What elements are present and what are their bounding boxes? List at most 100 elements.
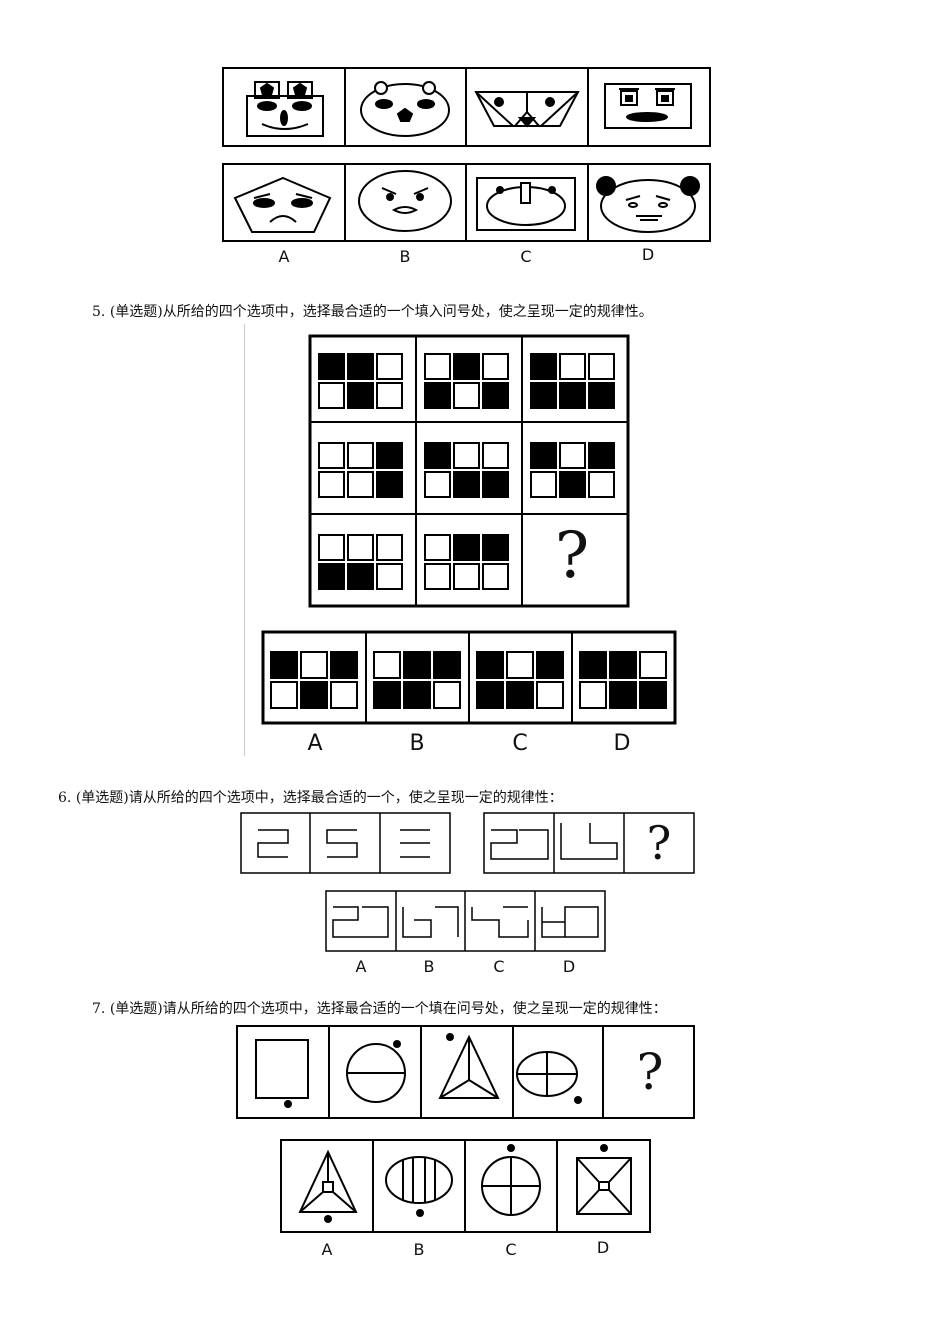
option-b-glyph-shape <box>402 906 459 938</box>
question-5-grid-r1c1-cell-5-filled <box>347 382 374 409</box>
question-7-option-label-b[interactable]: B <box>413 1240 425 1259</box>
question-6-option-label-d[interactable]: D <box>562 957 576 976</box>
question-6-option-label-a[interactable]: A <box>355 957 367 976</box>
question-5-option-a-cell-2-empty <box>300 651 328 679</box>
question-5-option-a-cell-6-empty <box>330 681 358 709</box>
question-5-option-a-cell-3-filled <box>330 651 358 679</box>
question-5-grid-r2c1-cell-4-empty <box>318 471 345 498</box>
question-5-option-d-cell-4-empty <box>579 681 607 709</box>
question-6-option-label-b[interactable]: B <box>423 957 435 976</box>
question-5-grid-r1c2-cell-5-empty <box>453 382 480 409</box>
question-5-grid <box>308 334 630 608</box>
question-6-text: 6. (单选题)请从所给的四个选项中，选择最合适的一个，使之呈现一定的规律性： <box>58 787 563 807</box>
faces-option-label-a[interactable]: A <box>278 247 290 266</box>
question-5-option-b-cell-1-empty <box>373 651 401 679</box>
question-5-option-c-cell-6-empty <box>536 681 564 709</box>
face-bear-icon <box>360 81 450 137</box>
question-5-grid-r2c3-cell-1-filled <box>530 442 557 469</box>
digit-5-shape <box>326 829 358 858</box>
question-5-option-label-c[interactable]: C <box>512 731 528 756</box>
question-7-option-label-d[interactable]: D <box>596 1238 610 1257</box>
question-7-question-mark: ? <box>636 1043 664 1101</box>
question-5-grid-r1c1-cell-6-empty <box>376 382 403 409</box>
glyph-2-box-shape <box>490 829 549 860</box>
option-c-quartered-circle-shape <box>481 1156 541 1216</box>
question-5-grid-r1c2-cell-6-filled <box>482 382 509 409</box>
question-5-grid-r1c3-cell-5-filled <box>559 382 586 409</box>
question-5-grid-r2c1-cell-3-filled <box>376 442 403 469</box>
question-5-grid-r1c1-cell-4-empty <box>318 382 345 409</box>
digit-3-shape <box>400 829 430 858</box>
question-5-option-b-cell-4-filled <box>373 681 401 709</box>
option-a-kite-shape <box>298 1149 358 1213</box>
question-5-grid-r2c2-cell-3-empty <box>482 442 509 469</box>
question-5-option-a-cell-1-filled <box>270 651 298 679</box>
question-5-divider <box>244 324 245 756</box>
option-a-dot <box>324 1215 332 1223</box>
dot-marker-3 <box>446 1033 454 1041</box>
question-5-grid-r1c1-cell-1-filled <box>318 353 345 380</box>
dot-marker-2 <box>393 1040 401 1048</box>
face-clock-icon <box>476 177 576 231</box>
option-d-hourglass-square-shape <box>576 1157 632 1215</box>
question-5-grid-r2c3-cell-5-filled <box>559 471 586 498</box>
option-d-glyph-shape <box>541 906 599 938</box>
question-5-grid-r1c2-cell-4-filled <box>424 382 451 409</box>
face-trapezoid-icon <box>474 91 580 128</box>
question-5-text: 5. (单选题)从所给的四个选项中，选择最合适的一个填入问号处，使之呈现一定的规… <box>92 301 653 321</box>
question-7-prompt: (单选题)请从所给的四个选项中，选择最合适的一个填在问号处，使之呈现一定的规律性… <box>109 1001 667 1017</box>
question-5-option-label-a[interactable]: A <box>307 731 323 756</box>
question-5-option-c-cell-4-filled <box>476 681 504 709</box>
question-5-grid-r1c3-cell-4-filled <box>530 382 557 409</box>
question-5-grid-r1c2-cell-3-empty <box>482 353 509 380</box>
question-5-grid-r2c1-cell-2-empty <box>347 442 374 469</box>
question-5-option-d-cell-6-filled <box>639 681 667 709</box>
question-5-option-a-cell-4-empty <box>270 681 298 709</box>
question-7-option-label-c[interactable]: C <box>505 1240 517 1259</box>
question-7-number: 7. <box>92 1001 106 1017</box>
question-5-grid-r2c2-cell-6-filled <box>482 471 509 498</box>
face-pentagon-icon <box>233 176 332 233</box>
option-a-glyph-shape <box>332 906 389 938</box>
question-5-grid-r3c1-cell-6-empty <box>376 563 403 590</box>
question-6-number: 6. <box>58 790 72 806</box>
option-c-dot <box>507 1144 515 1152</box>
question-6-prompt: (单选题)请从所给的四个选项中，选择最合适的一个，使之呈现一定的规律性： <box>75 790 563 806</box>
question-5-grid-r1c2-cell-2-filled <box>453 353 480 380</box>
question-7-option-label-a[interactable]: A <box>321 1240 333 1259</box>
question-5-grid-r3c2-cell-6-empty <box>482 563 509 590</box>
faces-option-label-d[interactable]: D <box>641 245 655 264</box>
question-5-option-label-b[interactable]: B <box>409 731 425 756</box>
ellipse-quartered-shape <box>516 1051 578 1097</box>
question-7-figure <box>236 1025 695 1233</box>
question-5-grid-r3c2-cell-1-empty <box>424 534 451 561</box>
question-5-option-label-d[interactable]: D <box>613 731 631 756</box>
question-5-grid-r1c1-cell-2-filled <box>347 353 374 380</box>
question-6-option-label-c[interactable]: C <box>493 957 505 976</box>
faces-option-label-c[interactable]: C <box>520 247 532 266</box>
faces-option-label-b[interactable]: B <box>399 247 411 266</box>
question-5-option-d-cell-2-filled <box>609 651 637 679</box>
face-panda-icon <box>596 176 700 233</box>
option-b-striped-ellipse-shape <box>385 1156 453 1204</box>
question-5-options <box>261 630 677 725</box>
question-5-grid-r3c2-cell-4-empty <box>424 563 451 590</box>
question-5-option-c-cell-5-filled <box>506 681 534 709</box>
question-5-grid-r3c1-cell-3-empty <box>376 534 403 561</box>
question-5-option-b-cell-5-filled <box>403 681 431 709</box>
question-5-option-a-cell-5-filled <box>300 681 328 709</box>
question-5-option-b-cell-2-filled <box>403 651 431 679</box>
question-5-grid-r3c1-cell-4-filled <box>318 563 345 590</box>
question-5-option-d-cell-3-empty <box>639 651 667 679</box>
question-5-grid-r3c1-cell-5-filled <box>347 563 374 590</box>
question-5-grid-r1c3-cell-6-filled <box>588 382 615 409</box>
question-5-prompt: (单选题)从所给的四个选项中，选择最合适的一个填入问号处，使之呈现一定的规律性。 <box>109 304 653 320</box>
question-5-grid-r1c2-cell-1-empty <box>424 353 451 380</box>
dot-marker-1 <box>284 1100 292 1108</box>
question-5-grid-r3c2-cell-3-filled <box>482 534 509 561</box>
question-5-grid-r2c1-cell-6-filled <box>376 471 403 498</box>
question-6-question-mark: ? <box>646 816 672 870</box>
question-5-grid-r3c2-cell-5-empty <box>453 563 480 590</box>
question-5-grid-r1c3-cell-1-filled <box>530 353 557 380</box>
question-5-number: 5. <box>92 304 106 320</box>
